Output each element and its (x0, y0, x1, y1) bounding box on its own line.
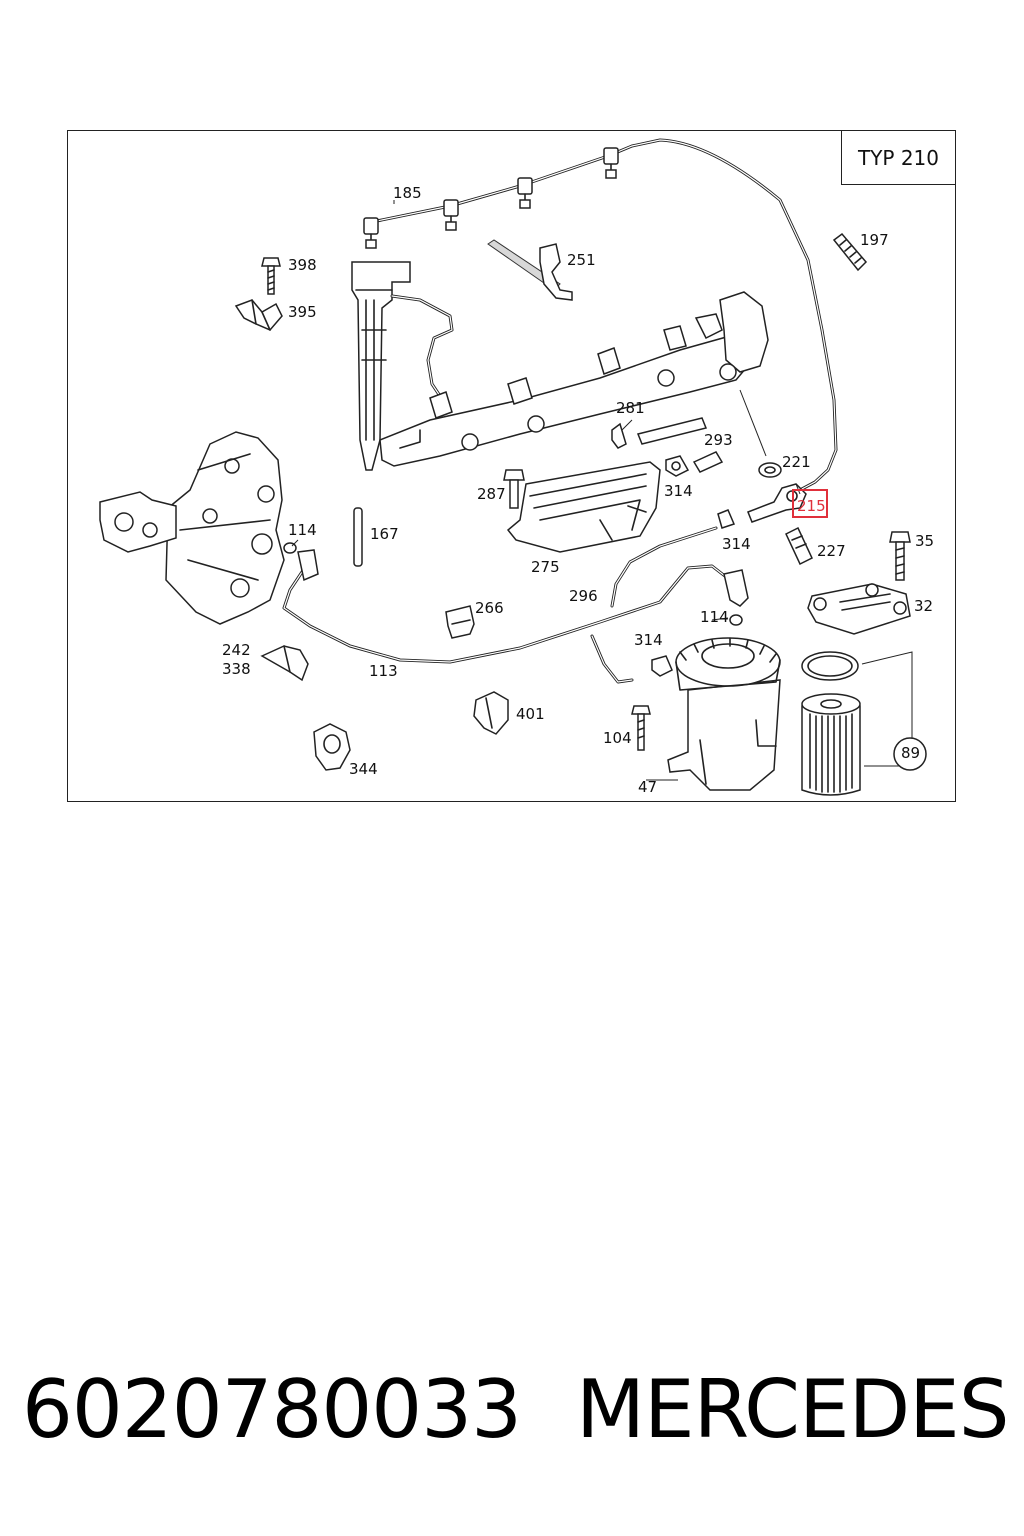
label-242: 242 (222, 641, 251, 659)
clamp-314 (665, 455, 690, 477)
clamp-314-c (651, 655, 673, 677)
label-221: 221 (782, 453, 811, 471)
part-number: 6020780033 (22, 1363, 522, 1456)
brand-name: MERCEDES (576, 1363, 1010, 1456)
fuel-line-113 (282, 549, 749, 664)
diagram-frame (67, 130, 956, 802)
label-314-a: 314 (664, 482, 693, 500)
filter-housing-47 (646, 637, 781, 791)
label-401: 401 (516, 705, 545, 723)
label-287: 287 (477, 485, 506, 503)
model-type-label: TYP 210 (857, 145, 940, 170)
label-344: 344 (349, 760, 378, 778)
injector (351, 261, 454, 471)
bolt-35 (889, 531, 911, 581)
clip-344 (313, 723, 351, 771)
pin-167 (353, 507, 363, 567)
bolt-104 (631, 705, 651, 751)
label-113: 113 (369, 662, 398, 680)
high-pressure-pump (99, 431, 285, 625)
label-114-b: 114 (700, 608, 729, 626)
label-293: 293 (704, 431, 733, 449)
hose-197 (832, 232, 868, 272)
clamp-314-b (717, 509, 736, 529)
label-314-c: 314 (634, 631, 663, 649)
label-296: 296 (569, 587, 598, 605)
fuel-cooler-275 (506, 461, 661, 553)
fuel-system-exploded-diagram (99, 138, 927, 796)
label-197: 197 (860, 231, 889, 249)
label-89: 89 (901, 744, 921, 762)
common-rail (379, 291, 769, 467)
label-398: 398 (288, 256, 317, 274)
label-251: 251 (567, 251, 596, 269)
filter-element-89 (801, 651, 927, 796)
label-167: 167 (370, 525, 399, 543)
label-35: 35 (915, 532, 935, 550)
return-line-185 (363, 138, 838, 492)
clip-401 (473, 691, 509, 735)
seal-ring-221 (739, 389, 782, 478)
label-32: 32 (914, 597, 934, 615)
model-type-box: TYP 210 (841, 130, 956, 185)
hollow-bolt-227 (785, 526, 813, 566)
label-104: 104 (603, 729, 632, 747)
label-215: 215 (797, 497, 826, 515)
hose-293 (692, 451, 724, 473)
label-47: 47 (638, 778, 658, 796)
clip-395 (234, 299, 283, 331)
bracket-32 (807, 583, 911, 635)
bolt-287 (503, 469, 525, 509)
label-185: 185 (393, 184, 422, 202)
label-395: 395 (288, 303, 317, 321)
label-314-b: 314 (722, 535, 751, 553)
label-275: 275 (531, 558, 560, 576)
seal-washer-114-b (729, 614, 743, 626)
highlighted-part-marker (792, 489, 828, 518)
bolt-398 (261, 257, 281, 295)
hose-296 (590, 526, 718, 684)
label-266: 266 (475, 599, 504, 617)
label-227: 227 (817, 542, 846, 560)
label-338: 338 (222, 660, 251, 678)
label-281: 281 (616, 399, 645, 417)
label-114-a: 114 (288, 521, 317, 539)
bracket-242 (260, 645, 309, 682)
clip-266 (445, 605, 475, 639)
strap-clip-251 (487, 239, 573, 301)
tube-281 (611, 417, 708, 449)
